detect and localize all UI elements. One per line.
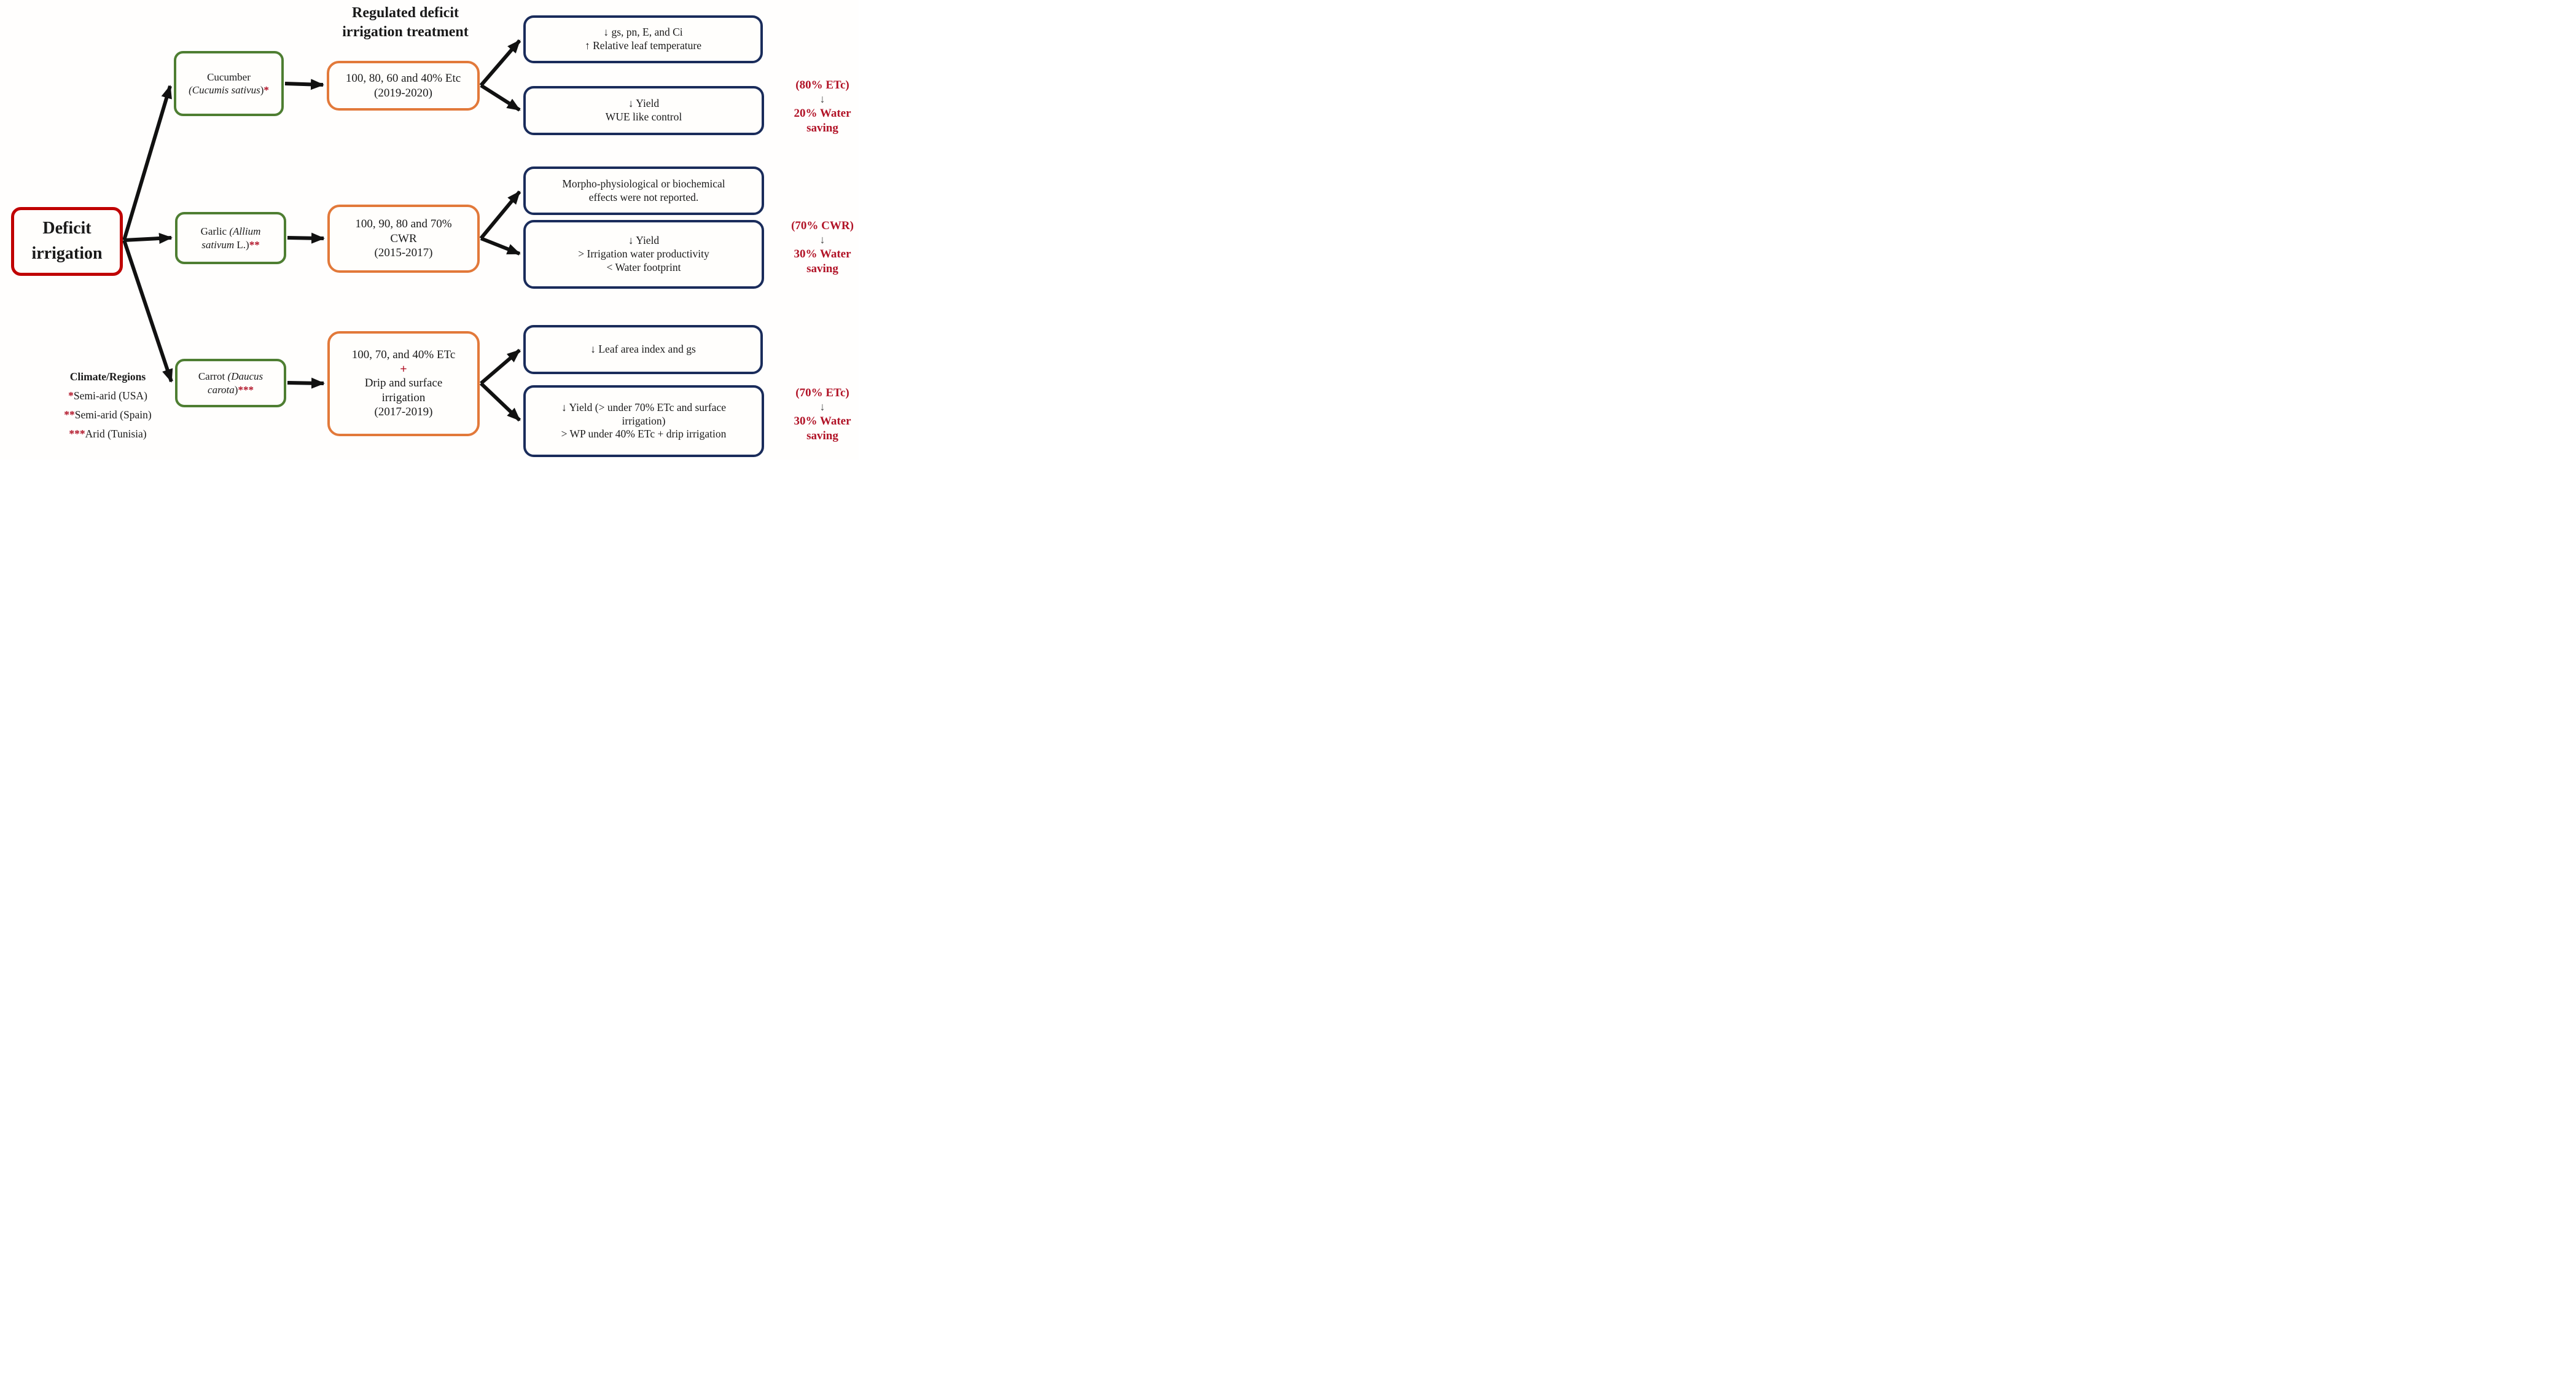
treatment-line: 100, 90, 80 and 70%	[355, 217, 452, 230]
legend-text: Semi-arid (Spain)	[74, 409, 152, 421]
outcome-line: ↓ Yield	[628, 234, 660, 247]
water-saving-annotation-1: (80% ETc) ↓ 20% Water saving	[785, 78, 859, 136]
outcome-line: ↑ Relative leaf temperature	[585, 39, 701, 52]
outcome-line: ↓ Leaf area index and gs	[590, 343, 696, 356]
crop-name: Cucumber	[207, 71, 251, 83]
legend-item-usa: *Semi-arid (USA)	[17, 386, 198, 405]
treatment-line: 100, 80, 60 and 40% Etc	[345, 71, 461, 85]
annotation-result: saving	[806, 262, 838, 276]
down-arrow-glyph: ↓	[819, 233, 825, 246]
legend-item-tunisia: ***Arid (Tunisia)	[17, 425, 198, 444]
root-label-line2: irrigation	[31, 244, 103, 263]
treatment-years: (2019-2020)	[374, 86, 432, 100]
outcome-node-4: ↓ Yield > Irrigation water productivity …	[523, 220, 764, 289]
outcome-line: WUE like control	[605, 111, 682, 123]
treatment-years: (2017-2019)	[374, 405, 433, 419]
annotation-result: saving	[806, 429, 838, 443]
treatment-node-cucumber: 100, 80, 60 and 40% Etc (2019-2020)	[327, 61, 480, 111]
outcome-node-2: ↓ Yield WUE like control	[523, 86, 764, 135]
deficit-irrigation-flowchart: Regulated deficit irrigation treatment D…	[0, 0, 859, 460]
plus-sign: +	[400, 362, 407, 376]
arrow-treatment2-to-outcome4	[480, 237, 521, 256]
outcome-node-3: Morpho-physiological or biochemical effe…	[523, 166, 764, 215]
treatment-line: irrigation	[381, 391, 426, 404]
legend-asterisk: **	[64, 409, 75, 421]
arrow-treatment1-to-outcome1	[479, 39, 521, 87]
climate-asterisk: ***	[238, 383, 254, 396]
arrow-root-to-cucumber	[122, 85, 172, 241]
arrow-root-to-garlic	[123, 233, 173, 245]
column-header: Regulated deficit irrigation treatment	[294, 4, 517, 42]
arrow-cucumber-to-treatment	[284, 79, 324, 90]
crop-node-carrot: Carrot (Daucus carota)***	[175, 359, 286, 407]
annotation-result: saving	[806, 122, 838, 135]
outcome-node-1: ↓ gs, pn, E, and Ci ↑ Relative leaf temp…	[523, 15, 763, 63]
species-italic: (Daucus carota	[208, 370, 263, 396]
outcome-line: > Irrigation water productivity	[578, 248, 709, 260]
water-saving-annotation-2: (70% CWR) ↓ 30% Water saving	[785, 219, 859, 277]
treatment-node-garlic: 100, 90, 80 and 70% CWR (2015-2017)	[327, 205, 480, 273]
outcome-node-6: ↓ Yield (> under 70% ETc and surface irr…	[523, 385, 764, 457]
outcome-line: effects were not reported.	[588, 190, 699, 203]
climate-asterisk: *	[263, 84, 269, 96]
legend-title: Climate/Regions	[69, 370, 146, 383]
species-italic: (Cucumis sativus	[189, 84, 260, 96]
climate-regions-legend: Climate/Regions *Semi-arid (USA) **Semi-…	[17, 367, 198, 444]
species-roman: )	[260, 84, 264, 96]
crop-label: Garlic (Allium sativum L.)**	[187, 225, 274, 251]
treatment-line: Drip and surface	[364, 376, 443, 390]
crop-label: Cucumber (Cucumis sativus)*	[186, 71, 271, 97]
species-roman: L.)	[234, 238, 249, 251]
column-header-line2: irrigation treatment	[342, 24, 469, 41]
arrow-treatment2-to-outcome3	[479, 190, 521, 240]
legend-item-spain: **Semi-arid (Spain)	[17, 405, 198, 425]
crop-node-cucumber: Cucumber (Cucumis sativus)*	[174, 51, 284, 116]
legend-text: Arid (Tunisia)	[85, 428, 147, 440]
treatment-line: CWR	[390, 232, 417, 245]
crop-name: Carrot	[198, 370, 228, 383]
annotation-condition: (70% CWR)	[791, 219, 854, 232]
crop-node-garlic: Garlic (Allium sativum L.)**	[175, 212, 286, 264]
crop-name: Garlic	[200, 225, 230, 238]
root-node-deficit-irrigation: Deficit irrigation	[11, 207, 123, 276]
arrow-treatment1-to-outcome2	[480, 84, 521, 112]
climate-asterisk: **	[249, 238, 260, 251]
outcome-line: ↓ Yield (> under 70% ETc and surface	[561, 401, 726, 413]
outcome-line: < Water footprint	[606, 260, 681, 273]
root-label-line1: Deficit	[42, 219, 92, 238]
outcome-line: ↓ gs, pn, E, and Ci	[603, 26, 683, 39]
treatment-line: 100, 70, and 40% ETc	[351, 348, 456, 361]
arrow-treatment3-to-outcome5	[480, 348, 521, 385]
outcome-line: ↓ Yield	[628, 97, 660, 110]
crop-label: Carrot (Daucus carota)***	[187, 370, 274, 396]
legend-text: Semi-arid (USA)	[73, 390, 147, 402]
water-saving-annotation-3: (70% ETc) ↓ 30% Water saving	[785, 386, 859, 444]
down-arrow-glyph: ↓	[819, 401, 825, 413]
treatment-years: (2015-2017)	[374, 246, 433, 260]
down-arrow-glyph: ↓	[819, 93, 825, 106]
species-italic: (Allium sativum	[201, 225, 261, 251]
arrow-root-to-carrot	[122, 240, 173, 383]
annotation-condition: (70% ETc)	[795, 386, 849, 399]
outcome-line: > WP under 40% ETc + drip irrigation	[561, 428, 727, 440]
treatment-node-carrot: 100, 70, and 40% ETc + Drip and surface …	[327, 331, 480, 436]
outcome-node-5: ↓ Leaf area index and gs	[523, 325, 763, 374]
arrow-treatment3-to-outcome6	[479, 382, 521, 422]
annotation-result: 20% Water	[794, 106, 851, 120]
annotation-result: 30% Water	[794, 247, 851, 260]
outcome-line: irrigation)	[622, 414, 666, 427]
species-roman: )	[234, 383, 238, 396]
outcome-line: Morpho-physiological or biochemical	[562, 177, 725, 190]
column-header-line1: Regulated deficit	[352, 5, 459, 21]
legend-asterisk: ***	[69, 428, 85, 440]
annotation-result: 30% Water	[794, 414, 851, 428]
annotation-condition: (80% ETc)	[795, 79, 849, 92]
legend-asterisk: *	[68, 390, 74, 402]
